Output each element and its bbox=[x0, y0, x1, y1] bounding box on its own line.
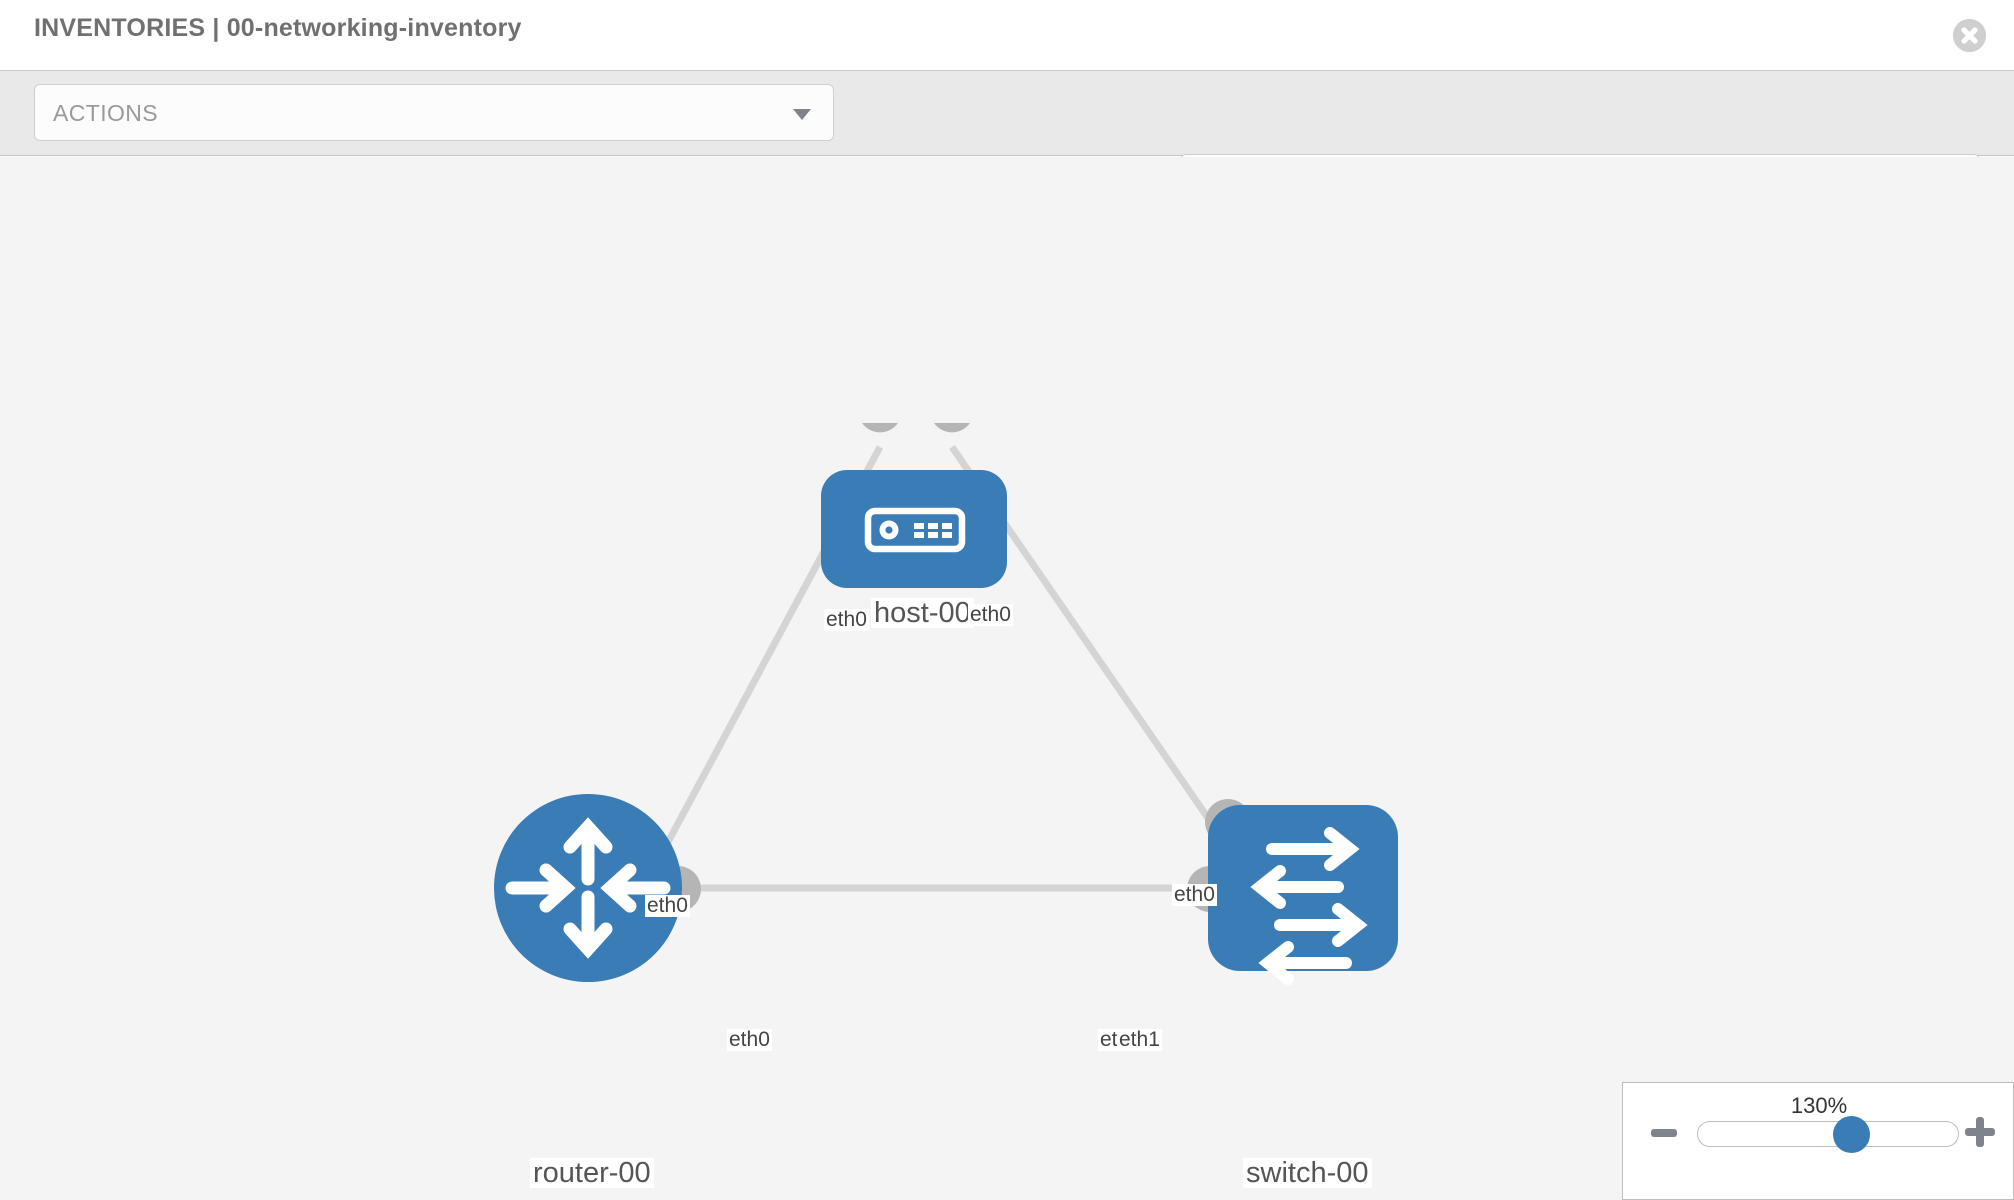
interface-label-switch00-up: eth0 bbox=[1172, 883, 1217, 907]
actions-dropdown[interactable]: ACTIONS bbox=[34, 84, 834, 141]
page-title: INVENTORIES | 00-networking-inventory bbox=[34, 14, 522, 42]
topology-canvas[interactable]: host-00 router-00 switch-00 eth0 eth0 et… bbox=[0, 157, 2014, 1200]
node-host-00[interactable] bbox=[821, 470, 1007, 588]
zoom-slider-track[interactable] bbox=[1697, 1116, 1959, 1153]
handle-host00-eth0-right[interactable] bbox=[934, 423, 970, 433]
actions-dropdown-label: ACTIONS bbox=[53, 100, 159, 126]
interface-label-host00-left: eth0 bbox=[824, 608, 869, 632]
node-label-host-00: host-00 bbox=[871, 598, 974, 628]
interface-label-host00-right: eth0 bbox=[968, 603, 1013, 627]
toolbar: ACTIONS SEARCH bbox=[0, 70, 2014, 211]
node-label-switch-00: switch-00 bbox=[1243, 1158, 1372, 1188]
zoom-out-button[interactable] bbox=[1651, 1129, 1677, 1137]
router-arrows-icon bbox=[505, 817, 671, 959]
close-icon bbox=[1953, 19, 1986, 52]
node-switch-00[interactable] bbox=[1208, 805, 1398, 985]
close-button[interactable] bbox=[1953, 19, 1986, 52]
window-titlebar: INVENTORIES | 00-networking-inventory bbox=[0, 0, 2014, 70]
interface-label-router00-up: eth0 bbox=[645, 894, 690, 918]
server-appliance-icon bbox=[864, 507, 966, 553]
handle-host00-eth0-left[interactable] bbox=[862, 423, 898, 433]
zoom-slider-thumb[interactable] bbox=[1833, 1116, 1870, 1153]
zoom-control-panel: 130% bbox=[1622, 1082, 2014, 1200]
topology-graph bbox=[494, 423, 1398, 985]
switch-arrows-icon bbox=[1250, 827, 1368, 985]
zoom-in-button[interactable] bbox=[1965, 1117, 1995, 1147]
interface-label-router00-right: eth0 bbox=[727, 1028, 772, 1052]
interface-label-switch00-eth1: eth1 bbox=[1117, 1028, 1162, 1052]
node-router-00[interactable] bbox=[494, 794, 682, 982]
node-label-router-00: router-00 bbox=[530, 1158, 654, 1188]
chevron-down-icon bbox=[793, 109, 811, 120]
zoom-level-value: 130% bbox=[1790, 1093, 1848, 1118]
